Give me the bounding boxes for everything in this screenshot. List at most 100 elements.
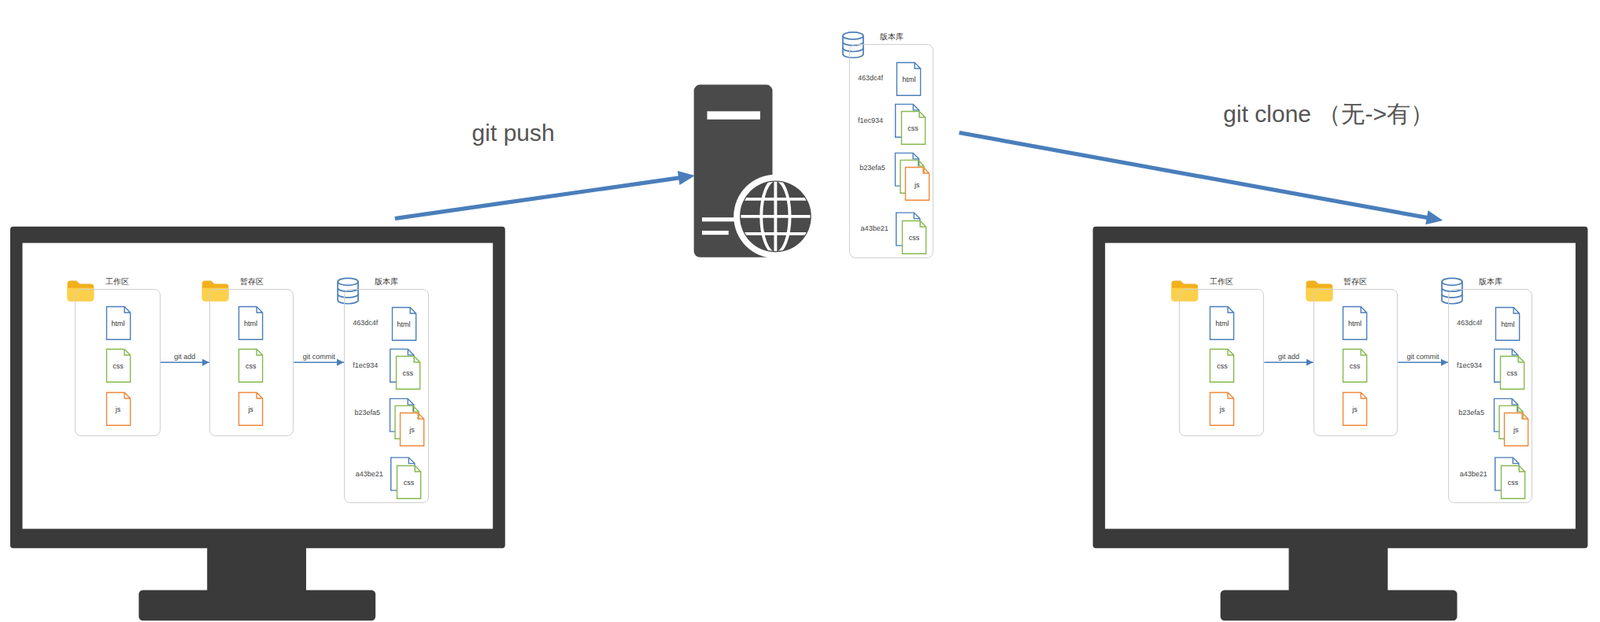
monitor-screen [1104, 243, 1576, 529]
file-type: css [909, 233, 921, 242]
monitor-neck [1289, 546, 1389, 592]
flow-arrow [1263, 362, 1313, 363]
area-heading: 工作区 [1209, 276, 1234, 288]
file-icon: css [1500, 465, 1526, 499]
file-type: html [1348, 319, 1362, 328]
push-line [395, 177, 681, 219]
flow-arrow [1397, 362, 1449, 363]
file-outline-front [399, 412, 424, 446]
file-outline-front [106, 391, 130, 425]
flow-arrow [160, 362, 210, 363]
file-outline-front [1496, 306, 1520, 340]
file-outline-front [391, 306, 416, 340]
arrow-head [1425, 210, 1443, 225]
monitor-bezel [10, 226, 506, 548]
file-type: css [245, 362, 257, 370]
commit-hash: f1ec934 [1456, 361, 1482, 370]
database-icon [842, 32, 864, 58]
file-icon: css [1209, 348, 1235, 383]
right-monitor [1093, 226, 1589, 621]
file-type: js [914, 181, 921, 189]
file-type: html [111, 319, 126, 328]
file-outline-front [897, 62, 921, 96]
file-outline-front [1342, 306, 1367, 340]
commit-hash: f1ec934 [352, 361, 378, 370]
file-icon: js [238, 391, 263, 426]
folder-icon [202, 280, 230, 302]
file-outline-front [239, 349, 263, 383]
file-icon: html [896, 62, 921, 97]
file-type: css [403, 478, 415, 487]
folder-icon [1171, 280, 1198, 302]
commit-hash: 463dc4f [1456, 318, 1482, 327]
file-type: css [112, 362, 124, 370]
file-icon: html [1342, 306, 1368, 340]
file-icon: css [1342, 348, 1368, 383]
file-type: js [1352, 405, 1358, 414]
file-type: js [1513, 425, 1519, 434]
clone-arrow [959, 133, 1444, 226]
file-type: css [1506, 369, 1518, 377]
file-icon: html [238, 306, 263, 340]
file-outline-front [1503, 412, 1528, 446]
clone-line [959, 133, 1429, 219]
file-icon: html [1495, 306, 1520, 341]
area-heading: 版本库 [374, 276, 399, 288]
file-icon: css [238, 348, 263, 383]
commit-hash: a43be21 [1459, 469, 1488, 478]
monitor-bezel [1093, 226, 1589, 548]
server-line [702, 217, 735, 222]
arrow-head [677, 170, 695, 185]
file-type: css [907, 124, 919, 133]
file-icon: css [396, 465, 422, 499]
file-icon: js [1209, 391, 1235, 426]
flow-arrow [293, 362, 344, 363]
commit-hash: f1ec934 [857, 116, 884, 125]
area-box: 工作区htmlcssjs [1178, 288, 1265, 437]
file-type: css [1507, 478, 1519, 487]
file-type: html [901, 75, 916, 84]
area-heading: 版本库 [1478, 276, 1503, 288]
database-icon [1441, 277, 1463, 304]
file-outline-front [395, 356, 420, 390]
command-label: git clone （无->有） [1223, 98, 1434, 131]
command-label: git commit [302, 352, 337, 361]
file-outline-front [106, 306, 130, 340]
commit-hash: a43be21 [355, 469, 384, 478]
file-icon: js [905, 166, 930, 201]
file-icon: css [901, 220, 927, 255]
file-icon: html [391, 306, 417, 341]
file-outline-front [106, 349, 130, 383]
file-type: js [409, 425, 415, 434]
monitor-neck [206, 546, 307, 592]
command-label: git add [1277, 352, 1301, 361]
file-icon: html [1209, 306, 1235, 340]
file-icon: html [106, 306, 131, 340]
file-type: js [1219, 405, 1226, 414]
area-box: 暂存区htmlcssjs [1313, 288, 1399, 437]
file-type: html [1215, 319, 1229, 328]
file-outline-front [1500, 356, 1524, 390]
file-icon: js [1342, 391, 1368, 426]
commit-hash: a43be21 [860, 224, 889, 233]
commit-hash: b23efa5 [354, 408, 381, 417]
command-label: git commit [1406, 352, 1441, 361]
file-icon: css [1500, 355, 1525, 390]
file-outline-front [1210, 391, 1235, 425]
commit-hash: b23efa5 [859, 163, 886, 172]
area-box: 暂存区htmlcssjs [209, 288, 295, 437]
left-monitor [10, 226, 506, 621]
file-icon: css [901, 110, 926, 145]
file-outline-front [239, 391, 263, 425]
file-icon: css [106, 348, 131, 383]
file-icon: js [1503, 412, 1529, 447]
file-type: css [402, 369, 414, 377]
file-outline-front [239, 306, 263, 340]
file-outline-front [901, 220, 926, 254]
folder-icon [1306, 280, 1334, 302]
file-type: html [243, 319, 258, 328]
globe-ring [733, 174, 817, 259]
file-outline-front [1210, 349, 1235, 383]
file-outline-front [1342, 391, 1367, 425]
